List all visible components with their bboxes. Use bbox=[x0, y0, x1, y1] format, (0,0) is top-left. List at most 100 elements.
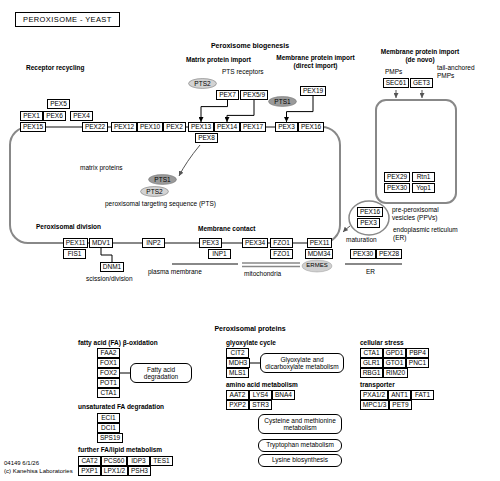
gene-name: CTA1 bbox=[363, 349, 379, 356]
pts-oval: PTS1 bbox=[268, 96, 297, 107]
gene-box: PEX15 bbox=[20, 122, 46, 132]
gene-box: RIM20 bbox=[383, 368, 408, 378]
gene-name: PEX1 bbox=[23, 112, 40, 119]
gene-name: PEX28 bbox=[379, 250, 399, 257]
gene-name: CTA1 bbox=[100, 389, 116, 396]
gene-box: PBP4 bbox=[406, 348, 429, 358]
gene-box: FOX1 bbox=[97, 358, 120, 368]
section-heading: Peroxisome biogenesis bbox=[200, 42, 300, 50]
gene-box: PEX13 bbox=[188, 122, 214, 132]
connector bbox=[120, 373, 130, 374]
footer-note: 04149 6/1/26 bbox=[4, 460, 74, 467]
gene-box: PXP1 bbox=[78, 466, 101, 476]
gene-name: PXA1/2 bbox=[363, 391, 385, 398]
gene-box: GPD1 bbox=[383, 348, 406, 358]
gene-name: CIT2 bbox=[230, 349, 244, 356]
gene-name: RBG1 bbox=[363, 369, 381, 376]
gene-name: PNC1 bbox=[409, 359, 426, 366]
gene-box: PEX30 bbox=[384, 183, 410, 193]
gene-box: CTA1 bbox=[360, 348, 383, 358]
section-heading: Membrane protein import (direct import) bbox=[268, 54, 363, 70]
gene-box: FIS1 bbox=[63, 249, 86, 259]
group-heading: cellular stress bbox=[360, 339, 440, 347]
gene-name: INP1 bbox=[212, 250, 226, 257]
gene-box: MLS1 bbox=[226, 368, 249, 378]
gene-name: GLR1 bbox=[363, 359, 380, 366]
gene-name: CAT2 bbox=[81, 457, 97, 464]
gene-name: PEX10 bbox=[140, 123, 160, 130]
gene-box: CIT2 bbox=[226, 348, 249, 358]
gene-name: PEX4 bbox=[73, 112, 90, 119]
gene-box: PEX30 bbox=[350, 249, 376, 259]
gene-name: PEX34 bbox=[245, 239, 265, 246]
gene-box: MPC1/3 bbox=[360, 400, 389, 410]
annotation-label: pre-peroxisomal vesicles (PPVs) bbox=[392, 206, 454, 222]
gene-name: DNM1 bbox=[103, 263, 121, 270]
gene-box: FZO1 bbox=[270, 238, 293, 248]
oval-shape bbox=[269, 97, 297, 107]
maturation-arrow bbox=[343, 226, 350, 232]
gene-name: FOX2 bbox=[100, 369, 117, 376]
gene-name: PEX14 bbox=[217, 123, 237, 130]
gene-name: PEX12 bbox=[114, 123, 134, 130]
gene-name: PEX8 bbox=[198, 134, 215, 141]
oval-shape bbox=[149, 175, 177, 185]
gene-name: MLS1 bbox=[229, 369, 246, 376]
gene-name: FIS1 bbox=[68, 250, 82, 257]
group-heading: amino acid metabolism bbox=[226, 381, 326, 389]
gene-name: BNA4 bbox=[275, 391, 292, 398]
gene-name: FAT1 bbox=[415, 391, 430, 398]
gene-box: AAT2 bbox=[226, 390, 249, 400]
gene-name: MDH3 bbox=[229, 359, 247, 366]
gene-box: PEX11 bbox=[63, 238, 88, 248]
gene-box: FAA2 bbox=[97, 348, 120, 358]
oval-shape bbox=[141, 187, 169, 197]
annotation-label: PTS receptors bbox=[222, 68, 282, 76]
map-name: Cysteine and methionine metabolism bbox=[262, 417, 338, 432]
gene-box: PNC1 bbox=[406, 358, 429, 368]
pts-oval: PTS1 bbox=[148, 174, 177, 185]
map-name: Lysine biosynthesis bbox=[272, 456, 328, 463]
gene-box: STR3 bbox=[249, 400, 272, 410]
gene-box: GTO1 bbox=[383, 358, 406, 368]
gene-name: SEC61 bbox=[386, 79, 407, 86]
gene-name: GPD1 bbox=[386, 349, 404, 356]
gene-name: PEX29 bbox=[387, 173, 407, 180]
gene-name: RIM20 bbox=[386, 369, 405, 376]
gene-name: PXP1 bbox=[81, 467, 98, 474]
section-heading: Peroxisomal division bbox=[36, 223, 126, 231]
gene-box: GLR1 bbox=[360, 358, 383, 368]
gene-name: PTS2 bbox=[194, 80, 210, 87]
annotation-label: ERMES bbox=[302, 262, 332, 269]
pathway-map-box: Cysteine and methionine metabolism bbox=[258, 414, 342, 434]
gene-name: PEX19 bbox=[303, 87, 323, 94]
gene-box: Rtn1 bbox=[412, 172, 435, 182]
gene-name: ANT1 bbox=[391, 391, 408, 398]
gene-box: PEX3 bbox=[275, 122, 298, 132]
gene-name: INP2 bbox=[146, 239, 160, 246]
group-heading: further FA/lipid metabolism bbox=[78, 446, 188, 454]
gene-name: PEX2 bbox=[166, 123, 183, 130]
section-heading: Matrix protein import bbox=[186, 56, 271, 64]
gene-box: PEX3 bbox=[199, 238, 222, 248]
gene-name: PEX30 bbox=[387, 184, 407, 191]
gene-box: PEX1 bbox=[20, 111, 43, 121]
connector bbox=[227, 100, 254, 122]
map-name: Tryptophan metabolism bbox=[266, 441, 334, 448]
gene-name: PEX3 bbox=[278, 123, 295, 130]
gene-box: IDP3 bbox=[127, 456, 150, 466]
gene-name: PEX11 bbox=[66, 239, 86, 246]
footer-note: (c) Kanehisa Laboratories bbox=[4, 468, 76, 475]
diagram-title: PEROXISOME - YEAST bbox=[15, 12, 120, 27]
peroxisome-membrane bbox=[10, 127, 340, 243]
gene-name: TES1 bbox=[153, 457, 169, 464]
gene-box: FZO1 bbox=[270, 249, 293, 259]
annotation-label: ER bbox=[366, 268, 386, 276]
gene-box: DNM1 bbox=[100, 262, 124, 272]
gene-name: PEX30 bbox=[353, 250, 373, 257]
annotation-label: tail-anchored PMPs bbox=[437, 64, 483, 80]
gene-box: PEX16 bbox=[298, 122, 324, 132]
gene-name: LYS4 bbox=[253, 391, 268, 398]
gene-name: PBP4 bbox=[409, 349, 426, 356]
gene-box: CAT2 bbox=[78, 456, 101, 466]
